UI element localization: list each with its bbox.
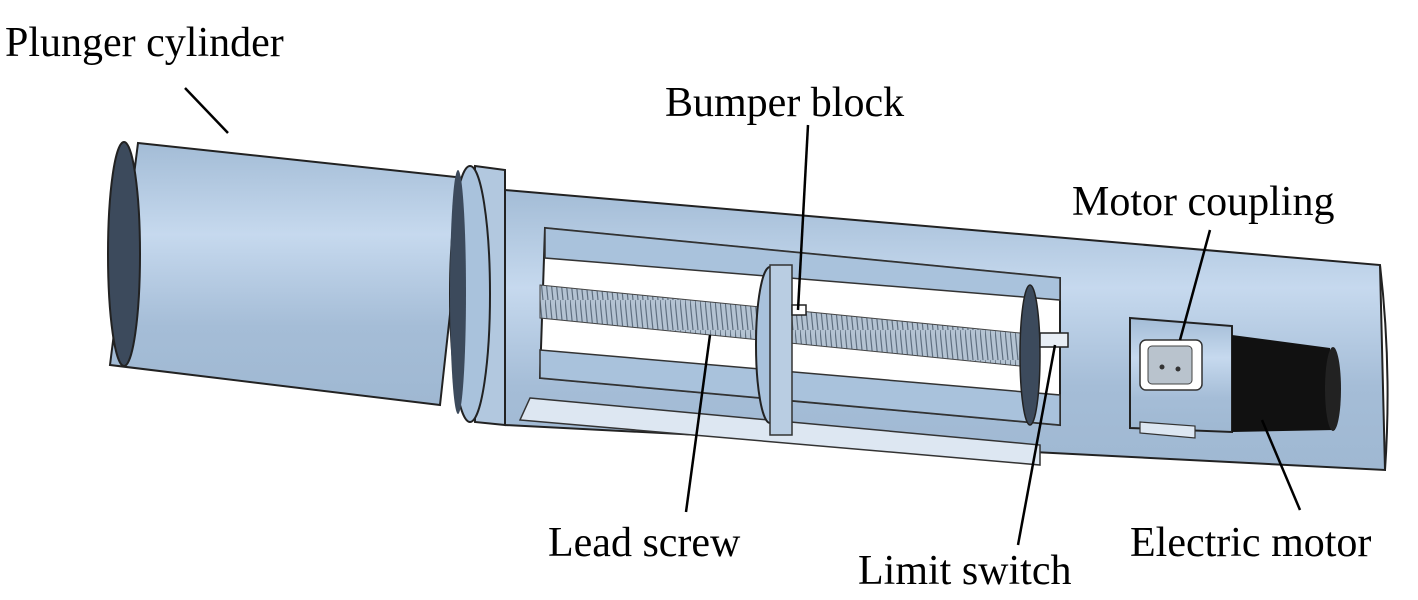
flange	[449, 164, 506, 427]
label-electric-motor: Electric motor	[1130, 520, 1371, 566]
leader-plunger-cylinder	[184, 87, 229, 134]
label-motor-coupling: Motor coupling	[1072, 179, 1334, 225]
electric-motor	[1232, 335, 1341, 432]
leader-bumper-block	[796, 124, 810, 311]
label-plunger-cylinder: Plunger cylinder	[5, 20, 284, 66]
leader-electric-motor	[1260, 419, 1302, 511]
plunger-cylinder	[107, 141, 467, 407]
motor-adapter	[1129, 316, 1233, 439]
leader-motor-coupling	[1178, 229, 1212, 341]
leader-lead-screw	[684, 334, 712, 513]
end-plate	[1019, 284, 1041, 426]
nut-plate	[755, 264, 793, 436]
leader-lines	[184, 87, 1302, 546]
label-bumper-block: Bumper block	[665, 80, 904, 126]
leader-limit-switch	[1016, 344, 1057, 546]
label-limit-switch: Limit switch	[858, 548, 1072, 594]
label-lead-screw: Lead screw	[548, 520, 741, 566]
